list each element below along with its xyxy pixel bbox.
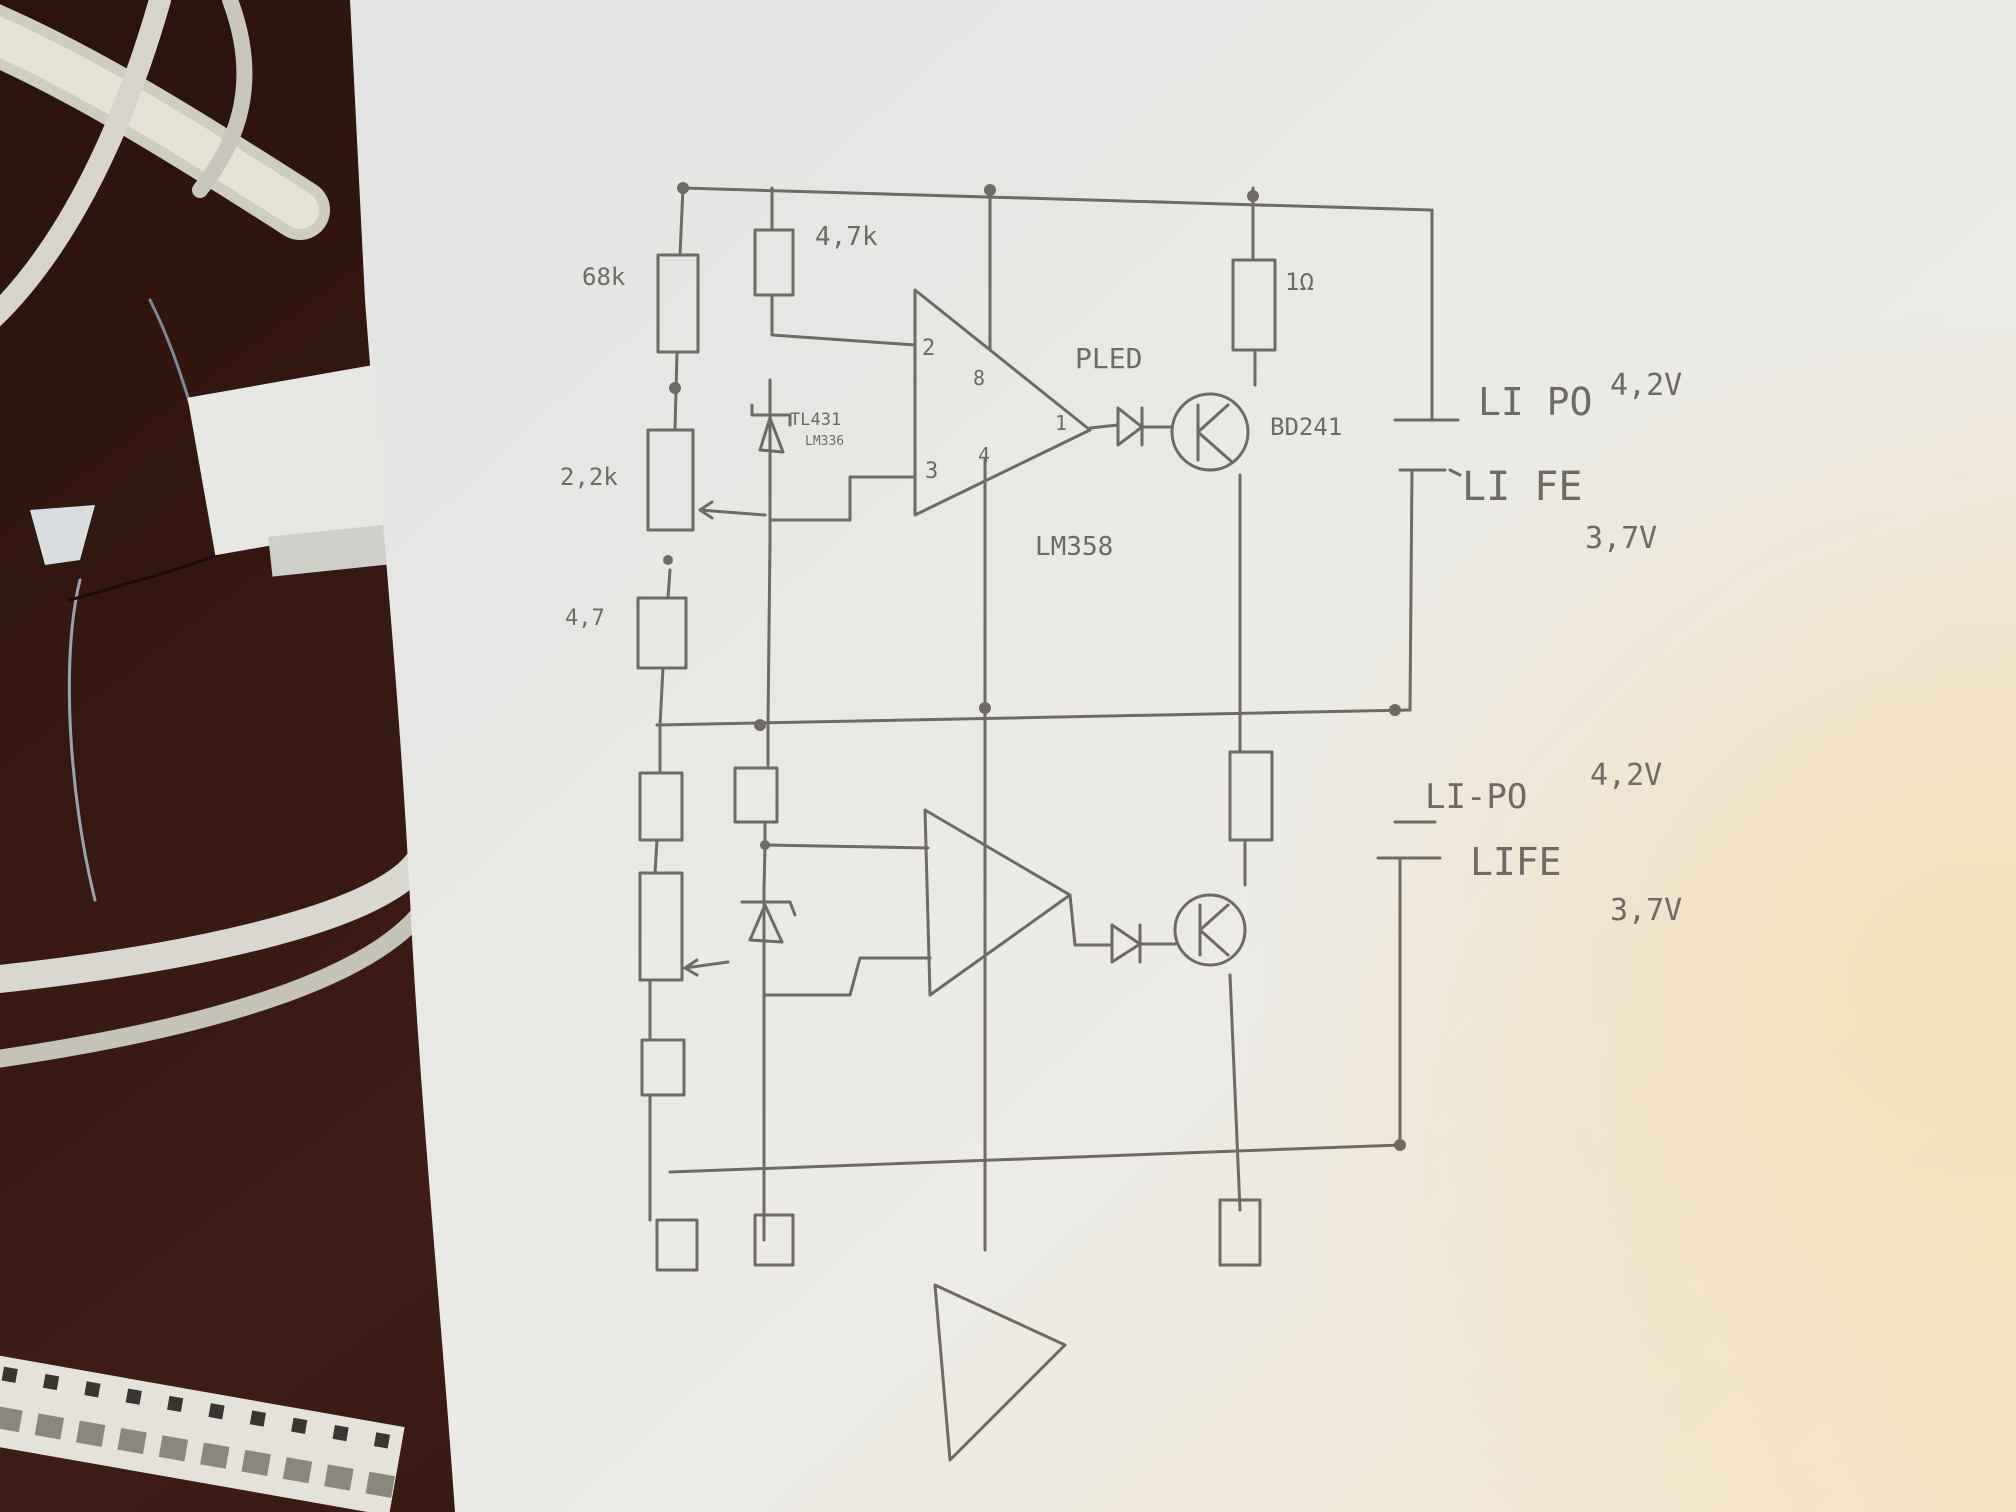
wire-col4 bbox=[1228, 186, 1257, 1212]
smd-component bbox=[158, 1435, 189, 1462]
tape-hole bbox=[208, 1403, 225, 1420]
zener-bottom bbox=[740, 900, 797, 944]
smd-component bbox=[200, 1442, 230, 1469]
label-life-top: LI FE bbox=[1462, 464, 1582, 510]
pin-2: 2 bbox=[922, 336, 935, 361]
resistor-1ohm bbox=[1231, 258, 1277, 352]
smd-component bbox=[0, 1406, 23, 1433]
resistor-lower-3 bbox=[640, 1038, 686, 1097]
resistor-lower-4 bbox=[1228, 750, 1274, 842]
label-lipo-top: LI PO bbox=[1478, 380, 1592, 424]
pot-lower bbox=[638, 871, 684, 982]
smd-component bbox=[117, 1427, 147, 1455]
resistor-lower-1 bbox=[638, 771, 684, 842]
junction-dots bbox=[663, 182, 1406, 1151]
tape-hole bbox=[125, 1388, 142, 1405]
transistor-top bbox=[1170, 392, 1250, 472]
wire-top-rail bbox=[681, 186, 1432, 212]
resistor-bottom-3 bbox=[1218, 1198, 1262, 1267]
schematic-labels: 68k 4,7k 1Ω 2,2k 4,7 TL431 LM336 PLED BD… bbox=[560, 222, 1682, 928]
label-lm358: LM358 bbox=[1035, 532, 1113, 562]
pot-2-2k bbox=[646, 428, 695, 532]
wire-bottom-rail bbox=[668, 1143, 1402, 1174]
smd-component bbox=[324, 1464, 354, 1491]
resistor-lower-2 bbox=[733, 766, 779, 824]
label-4-2v-bottom: 4,2V bbox=[1590, 758, 1662, 793]
label-tl431: TL431 bbox=[790, 410, 841, 430]
label-bd241: BD241 bbox=[1270, 413, 1342, 441]
label-lipo-bottom: LI-PO bbox=[1425, 777, 1527, 817]
label-2-2k: 2,2k bbox=[560, 463, 618, 491]
pin-8: 8 bbox=[973, 366, 985, 390]
label-4-2v-top: 4,2V bbox=[1610, 368, 1682, 403]
led-top bbox=[1116, 406, 1172, 447]
label-pled: PLED bbox=[1075, 342, 1142, 375]
tape-hole bbox=[167, 1395, 184, 1413]
tape-hole bbox=[291, 1417, 308, 1434]
label-68k: 68k bbox=[582, 263, 626, 291]
label-4-7k: 4,7k bbox=[815, 222, 878, 252]
smd-component bbox=[75, 1420, 106, 1447]
label-life-bottom: LIFE bbox=[1470, 840, 1562, 884]
opamp-bottom bbox=[923, 808, 1072, 997]
battery-bottom bbox=[1376, 820, 1442, 860]
label-4-7: 4,7 bbox=[565, 606, 605, 631]
wire-right-mid bbox=[1408, 468, 1414, 712]
tape-hole bbox=[42, 1373, 60, 1391]
wire-col3 bbox=[983, 186, 992, 1252]
resistor-4-7 bbox=[636, 596, 688, 670]
resistor-bottom-1 bbox=[655, 1218, 699, 1272]
led-bottom bbox=[1110, 923, 1177, 964]
transistor-bottom bbox=[1173, 893, 1247, 967]
tape-hole bbox=[249, 1410, 266, 1427]
resistor-68k bbox=[656, 253, 700, 354]
tape-hole bbox=[332, 1425, 349, 1442]
cable-bundle bbox=[0, 0, 439, 1068]
resistor-4-7k bbox=[753, 228, 795, 297]
battery-top bbox=[1393, 418, 1462, 477]
label-1ohm: 1Ω bbox=[1285, 268, 1314, 296]
warm-light bbox=[350, 0, 2016, 1512]
pin-1: 1 bbox=[1055, 411, 1067, 435]
pin-3: 3 bbox=[925, 459, 938, 484]
tape-hole bbox=[1, 1366, 18, 1383]
pin-4: 4 bbox=[978, 443, 990, 467]
wire-mid-rail bbox=[655, 708, 1412, 727]
resistor-bottom-2 bbox=[753, 1213, 795, 1267]
paper-scrap bbox=[30, 505, 95, 565]
opamp-top bbox=[913, 288, 1092, 517]
smd-component bbox=[241, 1449, 271, 1477]
schematic-drawing bbox=[636, 186, 1462, 1462]
zener-top bbox=[750, 403, 792, 454]
doodle-triangle bbox=[933, 1283, 1067, 1462]
smd-component bbox=[34, 1413, 65, 1440]
smd-component bbox=[282, 1457, 313, 1484]
wire-col2 bbox=[762, 186, 774, 1242]
tape-hole bbox=[84, 1381, 101, 1398]
label-3-7v-top: 3,7V bbox=[1585, 521, 1657, 556]
label-lm336: LM336 bbox=[805, 434, 844, 449]
label-3-7v-bottom: 3,7V bbox=[1610, 893, 1682, 928]
